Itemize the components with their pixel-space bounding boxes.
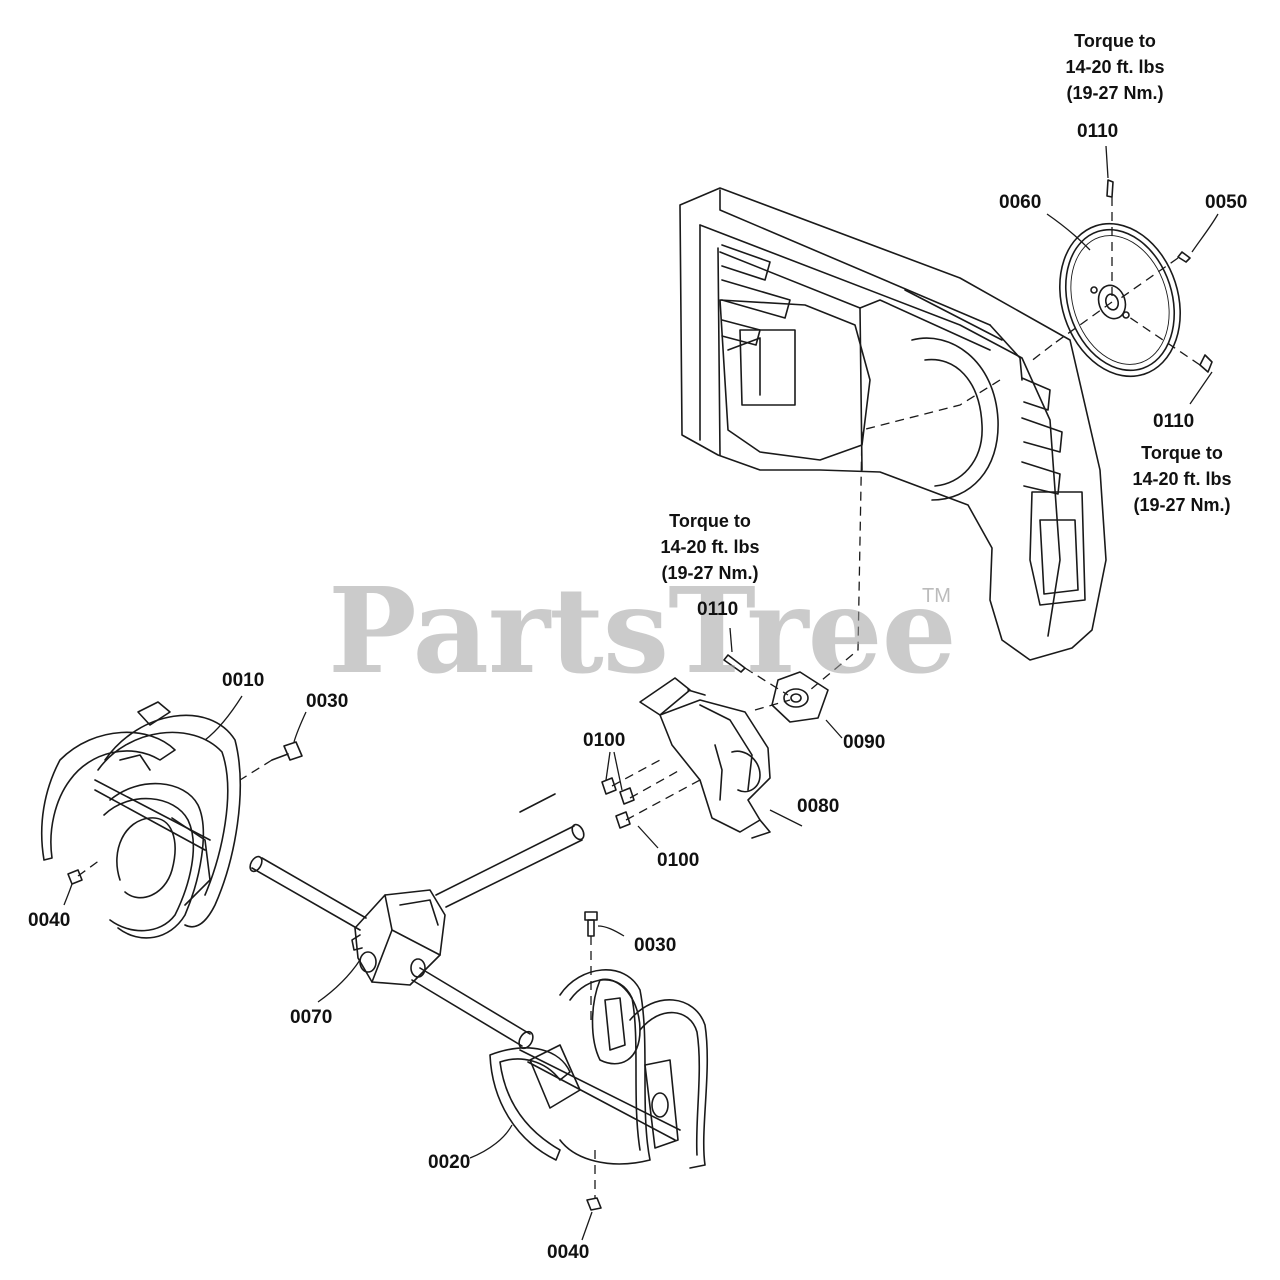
part-label: 0110 (697, 599, 739, 620)
part-label: 0040 (547, 1242, 590, 1263)
part-label: 0110 (1153, 411, 1195, 432)
impeller (639, 677, 771, 839)
part-label: 0060 (999, 192, 1042, 213)
part-label: 0020 (428, 1152, 471, 1173)
part-label: 0110 (1077, 121, 1119, 142)
impeller-bolts (601, 654, 746, 829)
right-auger (489, 969, 709, 1169)
part-label: 0030 (306, 691, 349, 712)
trademark: TM (922, 585, 951, 607)
auger-hardware (67, 741, 602, 1211)
part-label: 0100 (657, 850, 700, 871)
pulley (1059, 222, 1181, 378)
left-auger (40, 701, 242, 939)
auger-housing (679, 187, 1107, 661)
part-label: 0100 (583, 730, 626, 751)
auger-shaft (249, 793, 585, 1050)
part-label: 0030 (634, 935, 677, 956)
assembly-lines (77, 197, 1201, 1198)
part-label: 0080 (797, 796, 840, 817)
part-label: 0090 (843, 732, 886, 753)
watermark: PartsTree (328, 561, 957, 700)
part-label: 0040 (28, 910, 71, 931)
torque-note-right: Torque to 14-20 ft. lbs (19-27 Nm.) (1132, 443, 1232, 515)
pulley-screws (1106, 179, 1213, 373)
part-label: 0070 (290, 1007, 333, 1028)
part-label: 0050 (1205, 192, 1248, 213)
part-label: 0010 (222, 670, 265, 691)
gearbox (351, 889, 446, 986)
torque-note-center: Torque to 14-20 ft. lbs (19-27 Nm.) (660, 511, 760, 583)
leader-lines (63, 145, 1219, 1241)
torque-note-top: Torque to 14-20 ft. lbs (19-27 Nm.) (1065, 31, 1165, 103)
